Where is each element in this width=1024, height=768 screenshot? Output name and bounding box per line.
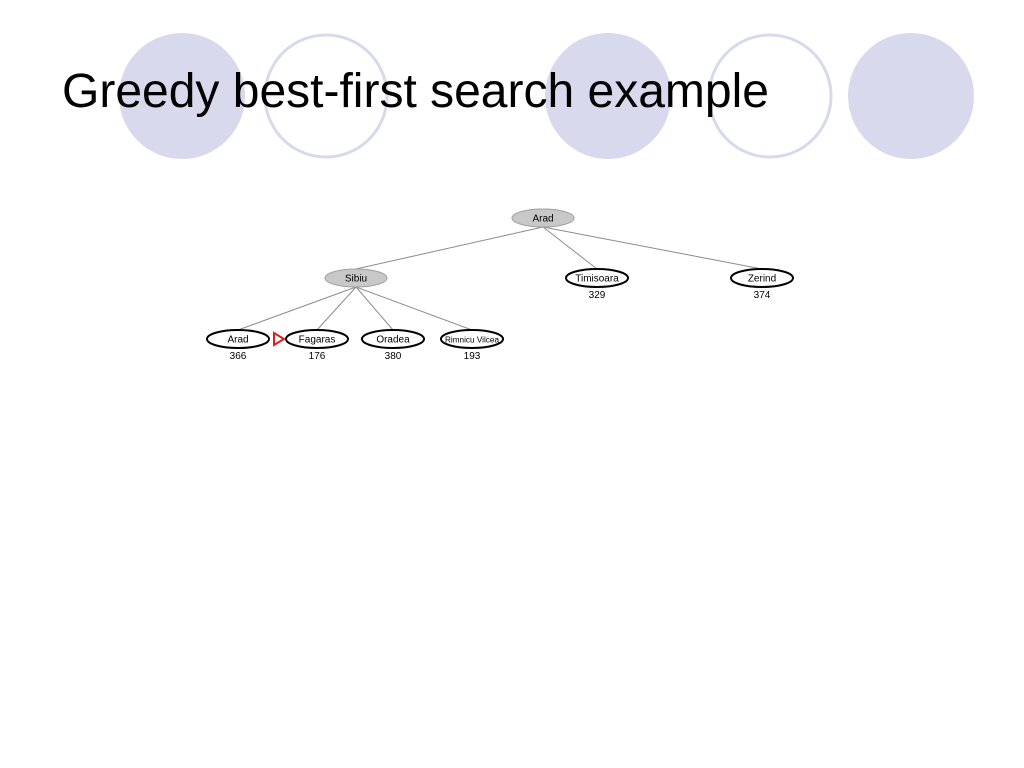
tree-node-ellipse (511, 208, 575, 228)
tree-node-zerind: Zerind 374 (730, 268, 794, 301)
tree-node-label: Timisoara (575, 274, 619, 285)
tree-node-oradea: Oradea 380 (361, 329, 425, 362)
tree-node-ellipse (285, 329, 349, 349)
tree-node-label: Arad (227, 335, 248, 346)
tree-node-root: Arad (511, 208, 575, 228)
slide-title: Greedy best-first search example (62, 65, 769, 118)
tree-edge-sibiu-fagaras (316, 286, 357, 331)
tree-node-label: Fagaras (299, 335, 336, 346)
decor-circle-2 (263, 33, 389, 159)
tree-node-heuristic-value: 176 (309, 351, 326, 362)
tree-node-sibiu: Sibiu (324, 268, 388, 288)
decor-circle-3 (545, 33, 671, 159)
tree-node-ellipse (730, 268, 794, 288)
tree-node-label: Zerind (748, 274, 776, 285)
next-expansion-pointer-icon (273, 331, 286, 347)
tree-node-ellipse (565, 268, 629, 288)
tree-node-label: Oradea (376, 335, 410, 346)
tree-node-ellipse (206, 329, 270, 349)
tree-edge-sibiu-oradea (355, 286, 394, 331)
tree-edge-root-zerind (542, 226, 763, 270)
tree-node-ellipse (440, 329, 504, 349)
decorative-circles (119, 33, 974, 159)
tree-node-fagaras: Fagaras 176 (285, 329, 349, 362)
tree-node-ellipse (324, 268, 388, 288)
tree-edge-sibiu-rimnicu (355, 286, 473, 331)
tree-node-heuristic-value: 374 (754, 290, 771, 301)
decor-circle-4 (707, 33, 833, 159)
tree-node-label: Arad (532, 214, 553, 225)
tree-node-rimnicu: Rimnicu Vilcea 193 (440, 329, 504, 362)
decor-circle-5 (848, 33, 974, 159)
tree-edge-root-sibiu (355, 226, 544, 270)
tree-node-heuristic-value: 193 (464, 351, 481, 362)
tree-node-label: Rimnicu Vilcea (445, 336, 500, 345)
tree-node-heuristic-value: 366 (230, 351, 247, 362)
decor-circle-1 (119, 33, 245, 159)
tree-node-heuristic-value: 329 (589, 290, 606, 301)
tree-node-ellipse (361, 329, 425, 349)
tree-node-arad2: Arad 366 (206, 329, 270, 362)
tree-node-timisoara: Timisoara 329 (565, 268, 629, 301)
tree-edges (237, 226, 763, 331)
tree-edge-sibiu-arad2 (237, 286, 357, 331)
tree-node-label: Sibiu (345, 274, 367, 285)
tree-edge-root-timisoara (542, 226, 598, 270)
tree-node-heuristic-value: 380 (385, 351, 402, 362)
